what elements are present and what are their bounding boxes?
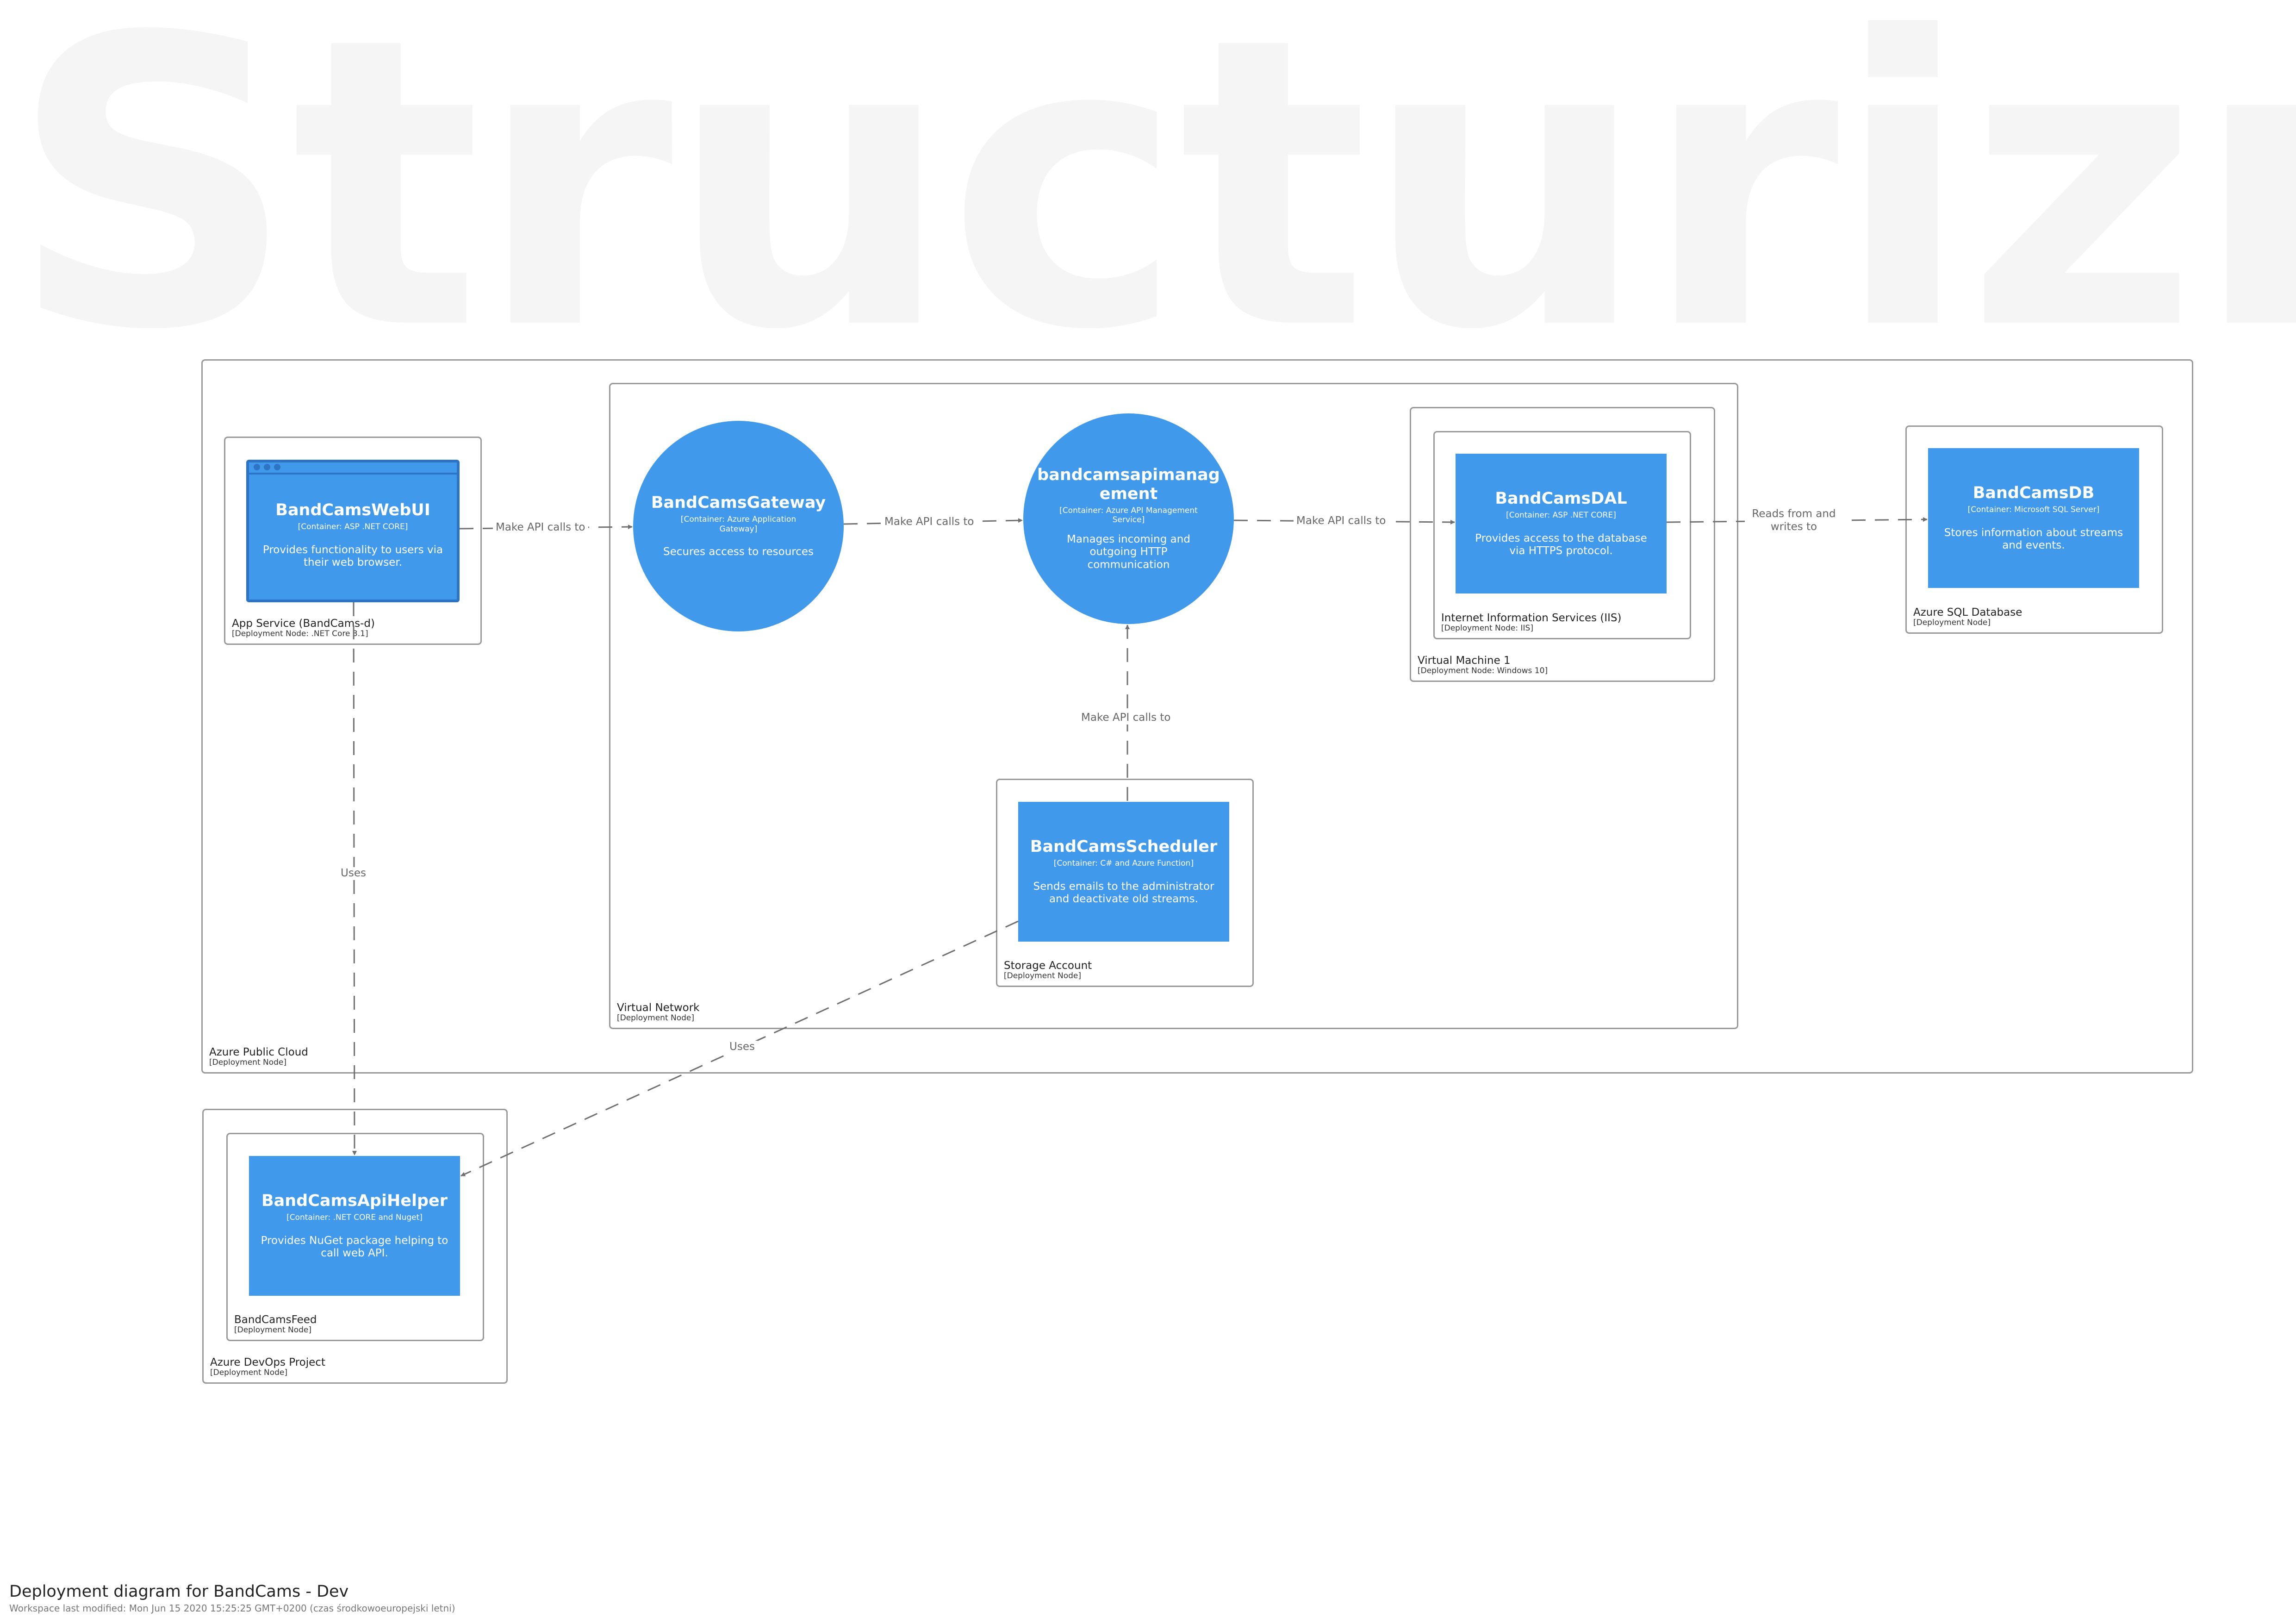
node-type: [Deployment Node: Windows 10] [1418,666,1548,676]
container-bandcams-webui[interactable]: BandCamsWebUI [Container: ASP .NET CORE]… [246,460,460,602]
node-type: [Deployment Node] [209,1058,287,1068]
container-description: Provides access to the database via HTTP… [1475,532,1647,557]
node-type: [Deployment Node] [617,1013,695,1023]
rel-label-scheduler-apihelper: Uses [727,1041,758,1054]
node-name: Storage Account [1004,960,1092,972]
container-name: BandCamsScheduler [1030,837,1218,856]
container-description: Sends emails to the administrator and de… [1033,880,1214,906]
container-bandcams-apim[interactable]: bandcamsapimanag ement [Container: Azure… [1023,413,1234,624]
diagram-metadata: Workspace last modified: Mon Jun 15 2020… [9,1603,455,1614]
rel-label-gateway-apim: Make API calls to [882,516,977,529]
node-type: [Deployment Node: .NET Core 3.1] [232,629,368,639]
container-type: [Container: Microsoft SQL Server] [1967,505,2100,515]
node-virtual-machine: Virtual Machine 1[Deployment Node: Windo… [1410,407,1715,682]
node-type: [Deployment Node: IIS] [1441,624,1533,633]
rel-label-webui-apihelper: Uses [338,867,369,880]
container-name: BandCamsDB [1972,484,2095,503]
node-name: Azure DevOps Project [210,1356,325,1369]
browser-dot-icon [264,464,270,470]
node-type: [Deployment Node] [1913,618,1991,628]
container-bandcams-db[interactable]: BandCamsDB [Container: Microsoft SQL Ser… [1928,448,2139,588]
rel-label-webui-gateway: Make API calls to [493,521,588,534]
container-description: Provides NuGet package helping to call w… [261,1234,448,1260]
node-app-service: App Service (BandCams-d)[Deployment Node… [224,437,482,645]
container-type: [Container: .NET CORE and Nuget] [286,1213,423,1223]
container-name: BandCamsWebUI [275,501,430,520]
container-bandcams-gateway[interactable]: BandCamsGateway [Container: Azure Applic… [633,421,844,631]
rel-label-scheduler-apim: Make API calls to [1078,712,1174,725]
container-name: BandCamsApiHelper [261,1192,448,1211]
node-name: App Service (BandCams-d) [232,618,375,630]
container-description: Secures access to resources [663,546,814,558]
rel-label-dal-db: Reads from and writes to [1745,508,1843,534]
node-type: [Deployment Node] [210,1368,288,1378]
rel-label-apim-dal: Make API calls to [1294,515,1389,528]
container-description: Manages incoming and outgoing HTTP commu… [1067,533,1190,571]
container-type: [Container: ASP .NET CORE] [298,522,408,532]
container-type: [Container: C# and Azure Function] [1053,859,1194,868]
node-azure-sql: Azure SQL Database[Deployment Node] [1905,425,2163,634]
node-name: Internet Information Services (IIS) [1441,612,1622,625]
browser-dot-icon [254,464,260,470]
node-storage-account: Storage Account[Deployment Node] [996,779,1254,987]
node-azure-public-cloud: Azure Public Cloud[Deployment Node] [201,359,2193,1074]
container-bandcams-scheduler[interactable]: BandCamsScheduler [Container: C# and Azu… [1018,802,1229,942]
container-description: Provides functionality to users via thei… [262,543,443,569]
node-type: [Deployment Node] [234,1325,312,1335]
diagram-title: Deployment diagram for BandCams - Dev [9,1582,349,1601]
node-type: [Deployment Node] [1004,971,1082,981]
node-name: Virtual Machine 1 [1418,655,1511,667]
container-type: [Container: ASP .NET CORE] [1506,511,1616,520]
container-name: bandcamsapimanag ement [1037,466,1220,503]
container-type: [Container: Azure Application Gateway] [680,515,796,534]
container-name: BandCamsGateway [651,493,826,512]
node-name: Azure Public Cloud [209,1046,308,1059]
node-name: Azure SQL Database [1913,606,2022,619]
container-description: Stores information about streams and eve… [1944,526,2123,552]
browser-toolbar [249,462,457,475]
node-iis: Internet Information Services (IIS)[Depl… [1433,431,1691,639]
node-name: Virtual Network [617,1002,700,1014]
node-bandcams-feed: BandCamsFeed[Deployment Node] [226,1133,484,1341]
container-name: BandCamsDAL [1495,489,1627,508]
diagram-footer: Deployment diagram for BandCams - Dev Wo… [9,1582,455,1614]
watermark: Structurizr [9,0,2296,417]
browser-dot-icon [274,464,280,470]
container-type: [Container: Azure API Management Service… [1059,506,1198,525]
node-name: BandCamsFeed [234,1314,317,1326]
container-bandcams-apihelper[interactable]: BandCamsApiHelper [Container: .NET CORE … [249,1156,460,1296]
container-bandcams-dal[interactable]: BandCamsDAL [Container: ASP .NET CORE] P… [1456,454,1667,593]
